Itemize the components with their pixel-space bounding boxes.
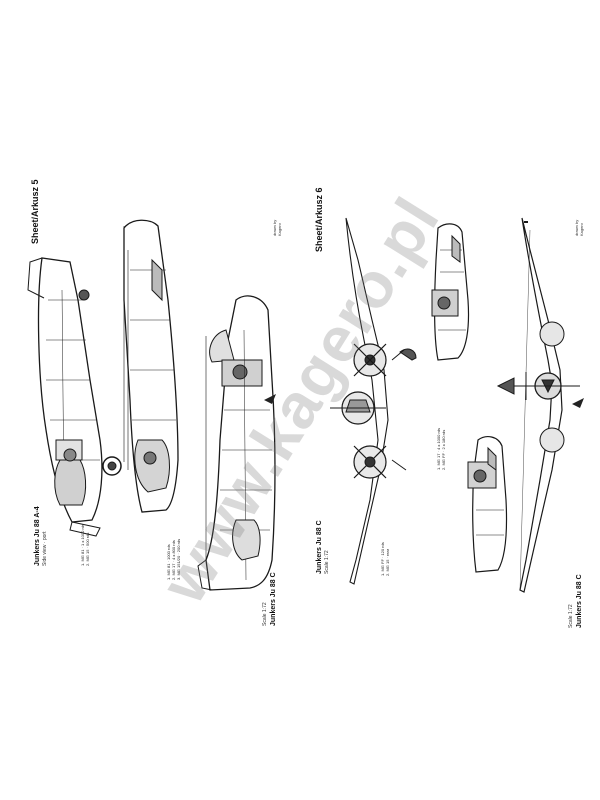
caption-a-title: Junkers Ju 88 A-4: [34, 506, 41, 566]
credit-line: Kagero: [579, 223, 584, 236]
fuselage-side-view-3: [197, 295, 276, 591]
credit-left: drawn by Kagero: [272, 220, 282, 236]
caption-d-subtitle: Scale 1:72: [568, 604, 574, 628]
credit-line: Kagero: [277, 223, 282, 236]
front-view-aircraft: [330, 217, 417, 585]
notes-a: 1. MG 81 · 1 x 1000 rds 2. MG 15 · 500 r…: [80, 524, 90, 566]
note-line: 2. MG FF · 2 x 180 rds: [441, 429, 446, 470]
fuselage-side-view-1: [27, 257, 103, 537]
wheel: [102, 456, 122, 476]
credit-right: drawn by Kagero: [574, 220, 584, 236]
kagero-logo-right: [572, 398, 584, 408]
caption-b-subtitle: Scale 1:72: [262, 602, 268, 626]
caption-c-subtitle: Scale 1:72: [324, 550, 330, 574]
front-view-aircraft-2: [496, 217, 580, 593]
sheet-title-right: Sheet/Arkusz 6: [314, 187, 324, 252]
fuselage-side-view-2: [123, 219, 179, 513]
spinner-detail: [78, 289, 90, 301]
kagero-logo-left: [264, 394, 276, 404]
notes-d: 1. MG 17 · 4 x 1000 rds 2. MG FF · 2 x 1…: [436, 428, 446, 470]
fuselage-side-view-5: [467, 436, 508, 573]
caption-b-title: Junkers Ju 88 C: [270, 572, 277, 626]
sheet-title-left: Sheet/Arkusz 5: [30, 179, 40, 244]
caption-a-subtitle: Side view · port: [42, 531, 48, 566]
note-line: 2. MG 15 · rear: [385, 548, 390, 576]
fuselage-side-view-4: [431, 223, 470, 361]
note-line: 2. MG 15 · 500 rds: [85, 532, 90, 566]
caption-c-title: Junkers Ju 88 C: [316, 520, 323, 574]
notes-c: 1. MG FF · 120 rds 2. MG 15 · rear: [380, 542, 390, 576]
caption-d-title: Junkers Ju 88 C: [576, 574, 583, 628]
